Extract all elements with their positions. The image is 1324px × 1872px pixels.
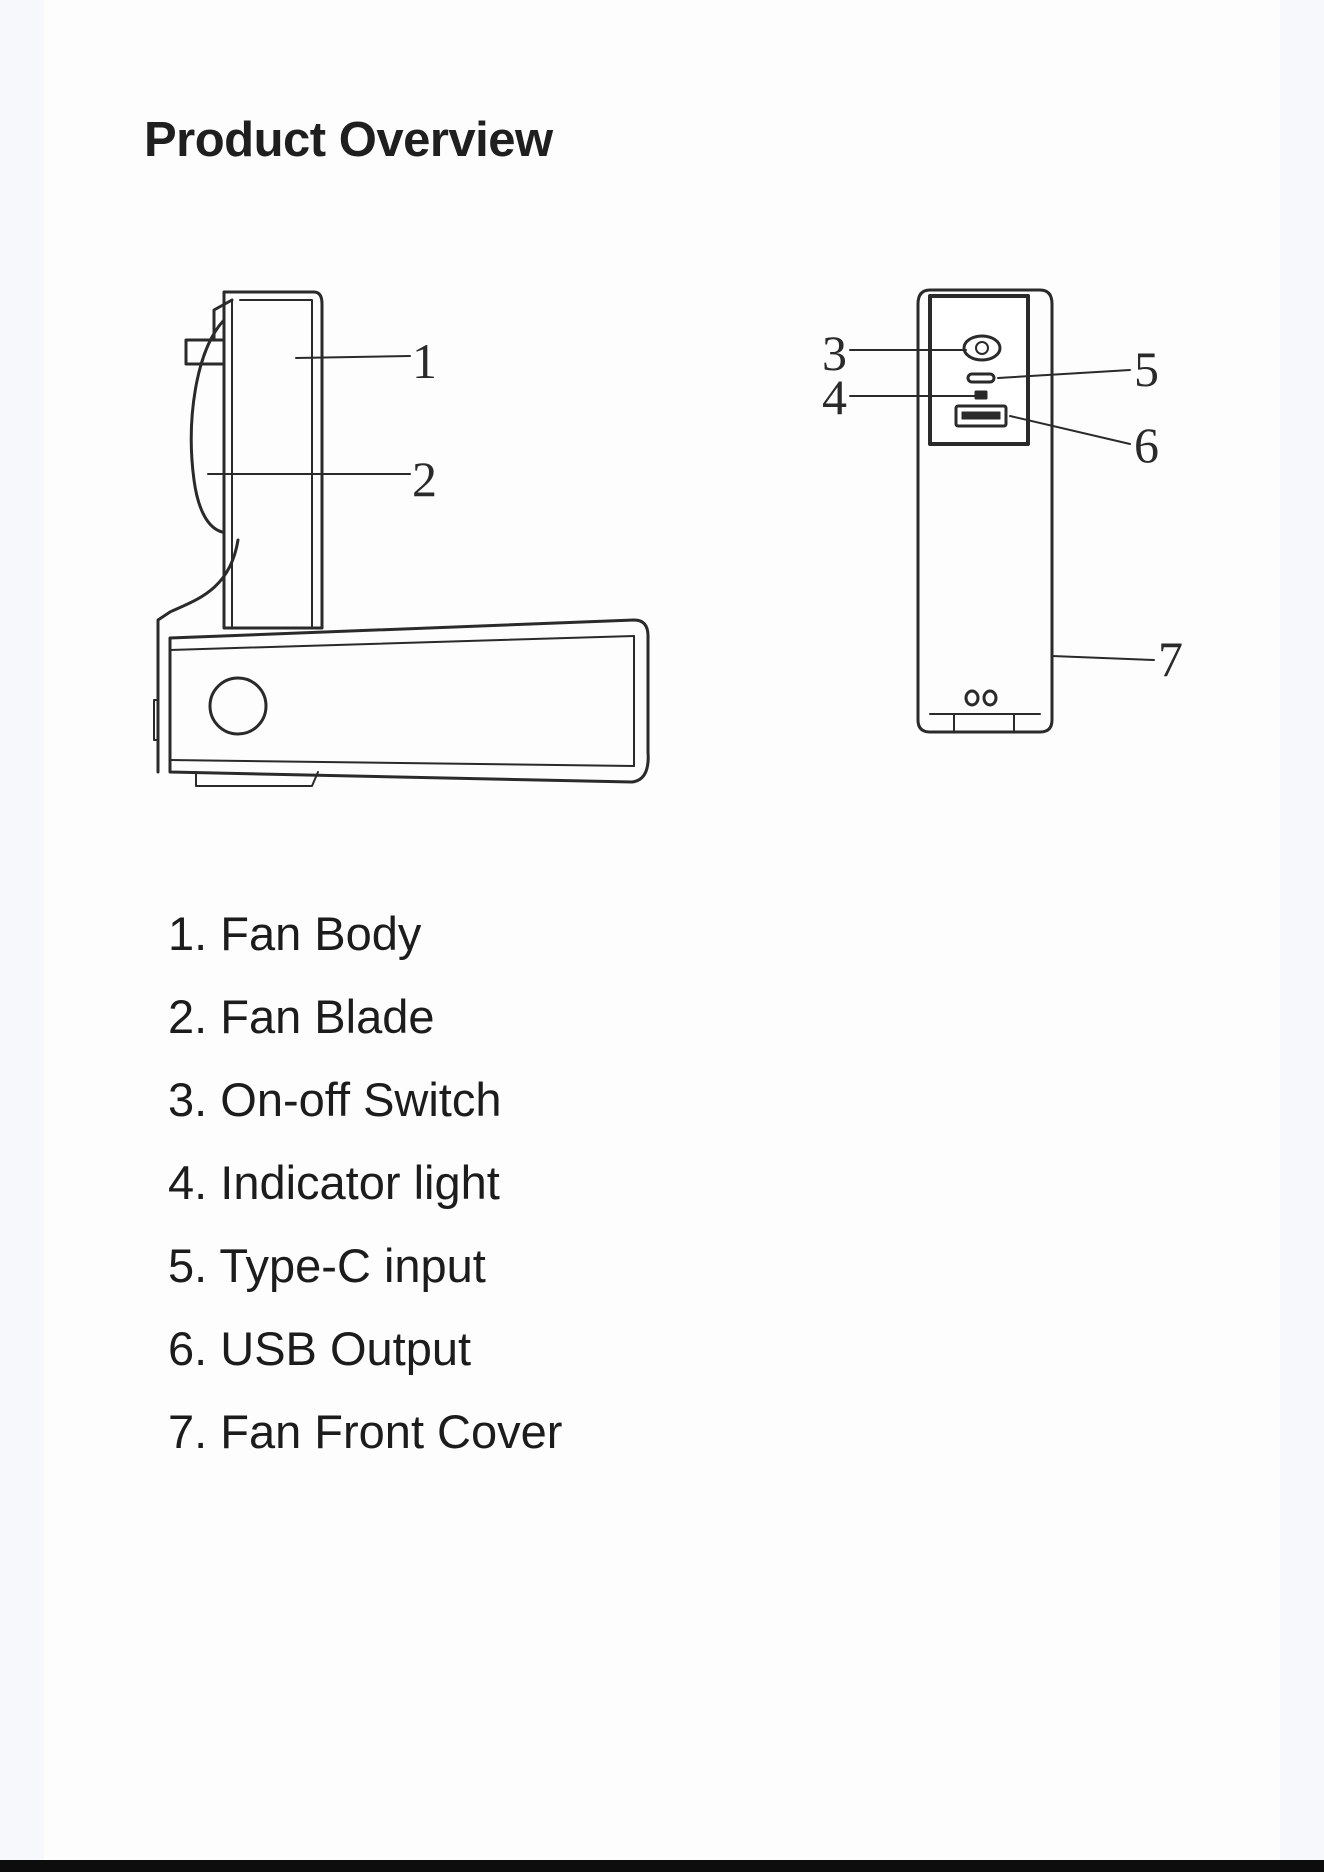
- callout-2: 2: [412, 451, 437, 507]
- legend-item: 5. Type-C input: [168, 1224, 562, 1307]
- legend-item: 4. Indicator light: [168, 1141, 562, 1224]
- indicator-light-drawing: [976, 392, 986, 398]
- legend-item: 2. Fan Blade: [168, 975, 562, 1058]
- legend-item: 1. Fan Body: [168, 892, 562, 975]
- fan-handle-drawing: [170, 620, 648, 782]
- callout-1: 1: [412, 333, 437, 389]
- port-panel-drawing: [930, 296, 1028, 444]
- legend-item: 6. USB Output: [168, 1307, 562, 1390]
- legend-item: 7. Fan Front Cover: [168, 1390, 562, 1473]
- callout-5: 5: [1134, 341, 1159, 397]
- fan-body-drawing: [224, 292, 322, 628]
- fan-blade-drawing: [191, 320, 224, 532]
- page-bottom-border: [0, 1860, 1324, 1872]
- callout-4: 4: [822, 369, 847, 425]
- handle-button-drawing: [210, 678, 266, 734]
- parts-legend: 1. Fan Body 2. Fan Blade 3. On-off Switc…: [168, 892, 562, 1473]
- legend-item: 3. On-off Switch: [168, 1058, 562, 1141]
- fan-rear-view: [850, 290, 1154, 732]
- callout-7: 7: [1158, 631, 1183, 687]
- fan-side-view: [154, 292, 648, 786]
- callout-6: 6: [1134, 417, 1159, 473]
